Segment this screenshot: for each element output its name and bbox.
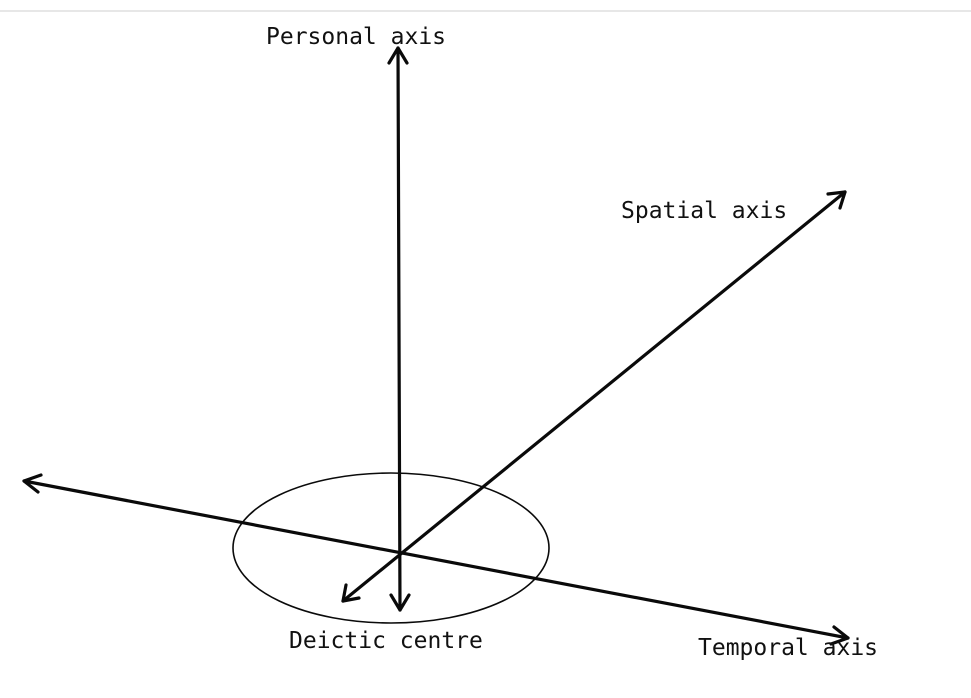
temporal-axis-right-arrowhead bbox=[829, 625, 850, 646]
deictic-centre-label: Deictic centre bbox=[289, 628, 483, 654]
personal-axis bbox=[387, 46, 411, 612]
spatial-axis-top-arrowhead bbox=[826, 190, 847, 210]
spatial-axis-line bbox=[341, 190, 847, 603]
spatial-axis bbox=[341, 190, 847, 603]
temporal-axis-line bbox=[22, 479, 850, 640]
personal-axis-line bbox=[396, 46, 402, 612]
temporal-axis-left-arrowhead bbox=[22, 473, 43, 494]
deictic-centre-ellipse bbox=[232, 472, 550, 624]
spatial-axis-label: Spatial axis bbox=[621, 198, 787, 224]
temporal-axis bbox=[22, 473, 850, 646]
personal-axis-label: Personal axis bbox=[266, 24, 446, 50]
temporal-axis-label: Temporal axis bbox=[698, 635, 878, 661]
personal-axis-top-arrowhead bbox=[387, 46, 409, 65]
personal-axis-bottom-arrowhead bbox=[389, 593, 411, 612]
spatial-axis-bottom-arrowhead bbox=[341, 583, 361, 603]
